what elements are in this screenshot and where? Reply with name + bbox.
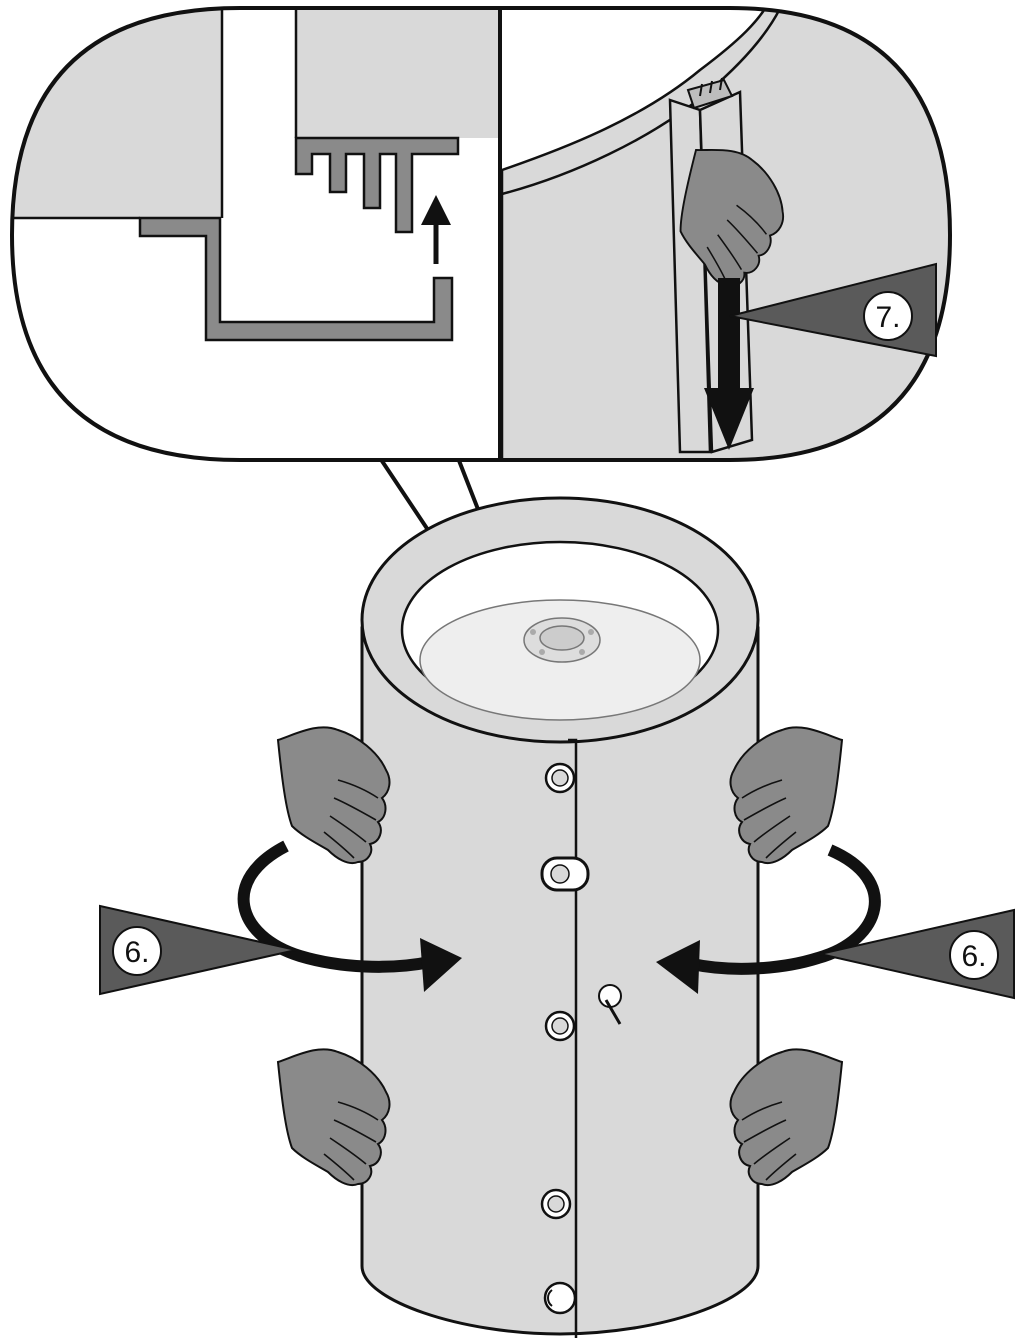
- step-6-right-label: 6.: [961, 940, 986, 973]
- detail-inset: 7.: [9, 6, 953, 742]
- step-6-left-label: 6.: [124, 936, 149, 969]
- step-6-right-callout: 6.: [819, 908, 1015, 1000]
- tank-flange: [523, 617, 601, 663]
- bubble-outline: [9, 6, 953, 462]
- jacket-edge-closeup: [500, 8, 950, 460]
- arrow-down-icon: [704, 278, 754, 450]
- fitting-2: [540, 856, 590, 892]
- fitting-4: [540, 1188, 572, 1220]
- cylinder-jacket: [360, 496, 760, 1338]
- fitting-5: [543, 1281, 577, 1315]
- curved-arrow-icon: [237, 840, 462, 992]
- fitting-1: [544, 762, 576, 794]
- thermometer-port: [598, 984, 622, 1025]
- step-6-left-callout: 6.: [99, 904, 297, 996]
- step-7-callout: 7.: [729, 262, 937, 358]
- clip-joint-section: [12, 8, 502, 460]
- fitting-3: [544, 1010, 576, 1042]
- step-7-label: 7.: [875, 301, 900, 334]
